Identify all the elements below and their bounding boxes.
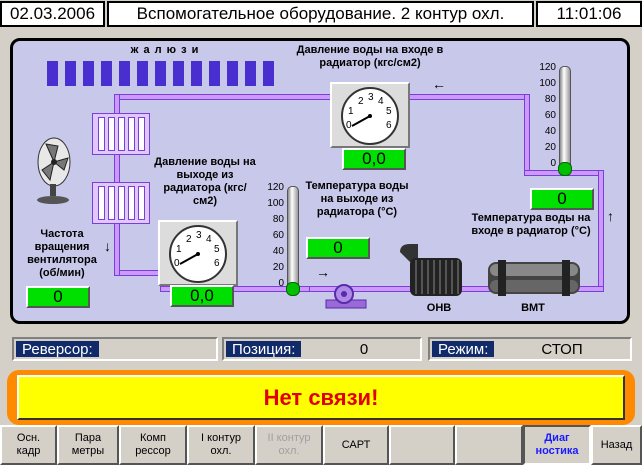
- onv-unit-icon: [400, 244, 462, 296]
- radiator-upper: [92, 113, 150, 155]
- flow-arrow-left-icon: ←: [432, 76, 446, 92]
- onv-label: ОНВ: [426, 302, 452, 314]
- blind-slat: [47, 61, 58, 86]
- blind-slat: [155, 61, 166, 86]
- pipe-top: [114, 94, 530, 100]
- flow-arrow-up-icon: ↑: [607, 208, 614, 224]
- vmt-unit-icon: [488, 260, 580, 296]
- blind-slat: [263, 61, 274, 86]
- radiator-lower: [92, 182, 150, 224]
- svg-text:1: 1: [176, 244, 182, 255]
- position-status: Позиция: 0: [222, 337, 422, 361]
- inlet-pressure-value: 0,0: [342, 148, 406, 170]
- svg-text:3: 3: [368, 92, 374, 103]
- inlet-pressure-label: Давление воды на входе в радиатор (кгс/с…: [296, 44, 444, 69]
- inlet-pressure-gauge: 0 1 2 3 4 5 6: [330, 82, 410, 148]
- mode-label: Режим:: [432, 341, 495, 358]
- svg-text:0: 0: [174, 258, 180, 269]
- flow-arrow-down-icon: ↓: [104, 238, 111, 254]
- blind-slat: [173, 61, 184, 86]
- svg-text:6: 6: [386, 120, 392, 131]
- svg-text:4: 4: [206, 234, 212, 245]
- pressure-dial-icon: 0 1 2 3 4 5 6: [169, 225, 227, 283]
- outlet-thermometer: 120 100 80 60 40 20 0: [262, 182, 302, 296]
- reversor-label: Реверсор:: [16, 341, 99, 358]
- blind-slat: [227, 61, 238, 86]
- inlet-temp-label: Температура воды на входе в радиатор (°С…: [471, 212, 591, 237]
- cooling-circuit-2-button[interactable]: II контур охл.: [255, 425, 323, 465]
- inlet-temp-value: 0: [530, 188, 594, 210]
- blind-slat: [137, 61, 148, 86]
- mode-value: СТОП: [541, 340, 583, 358]
- fan-speed-label: Частота вращения вентилятора (об/мин): [27, 228, 97, 279]
- date-display: 02.03.2006: [0, 1, 105, 27]
- position-label: Позиция:: [226, 341, 302, 358]
- pipe-center-low: [160, 286, 310, 292]
- pipe-right-upper: [524, 94, 530, 176]
- cooling-circuit-1-button[interactable]: I контур охл.: [187, 425, 255, 465]
- time-display: 11:01:06: [536, 1, 642, 27]
- empty-button-2[interactable]: [455, 425, 523, 465]
- svg-text:1: 1: [348, 106, 354, 117]
- blind-slat: [101, 61, 112, 86]
- inlet-thermometer: 120 100 80 60 40 20 0: [534, 62, 574, 176]
- blind-slat: [209, 61, 220, 86]
- blind-slat: [119, 61, 130, 86]
- compressor-button[interactable]: Комп рессор: [119, 425, 187, 465]
- outlet-temp-value: 0: [306, 237, 370, 259]
- svg-text:6: 6: [214, 258, 220, 269]
- alarm-banner: Нет связи!: [7, 370, 635, 425]
- blinds-label: ж а л ю з и: [130, 44, 200, 56]
- mode-status: Режим: СТОП: [428, 337, 632, 361]
- flow-arrow-right-icon: →: [316, 264, 330, 280]
- pump-icon: [325, 284, 367, 309]
- position-value: 0: [359, 340, 369, 358]
- diagnostics-button[interactable]: Диаг ностика: [523, 425, 591, 465]
- outlet-temp-label: Температура воды на выходе из радиатора …: [305, 180, 409, 218]
- pipe-right-vertical: [598, 170, 604, 292]
- pressure-dial-icon: 0 1 2 3 4 5 6: [341, 87, 399, 145]
- svg-text:5: 5: [214, 244, 220, 255]
- main-frame-button[interactable]: Осн. кадр: [0, 425, 57, 465]
- empty-button-1[interactable]: [389, 425, 455, 465]
- page-title: Вспомогательное оборудование. 2 контур о…: [107, 1, 534, 27]
- svg-text:3: 3: [196, 230, 202, 241]
- back-button[interactable]: Назад: [591, 425, 642, 465]
- reversor-value: [114, 339, 216, 359]
- blind-slat: [245, 61, 256, 86]
- svg-text:0: 0: [346, 120, 352, 131]
- svg-text:5: 5: [386, 106, 392, 117]
- alarm-text: Нет связи!: [17, 375, 625, 420]
- svg-text:2: 2: [186, 234, 192, 245]
- vmt-label: ВМТ: [521, 302, 545, 314]
- parameters-button[interactable]: Пара метры: [57, 425, 119, 465]
- svg-text:2: 2: [358, 96, 364, 107]
- reversor-status: Реверсор:: [12, 337, 218, 361]
- fan-icon: [37, 137, 71, 204]
- svg-text:4: 4: [378, 96, 384, 107]
- outlet-pressure-gauge: 0 1 2 3 4 5 6: [158, 220, 238, 286]
- blind-slat: [83, 61, 94, 86]
- blind-slat: [191, 61, 202, 86]
- blind-slat: [65, 61, 76, 86]
- fan-speed-value: 0: [26, 286, 90, 308]
- outlet-pressure-value: 0,0: [170, 285, 234, 307]
- outlet-pressure-label: Давление воды на выходе из радиатора (кг…: [154, 156, 256, 207]
- sart-button[interactable]: САРТ: [323, 425, 389, 465]
